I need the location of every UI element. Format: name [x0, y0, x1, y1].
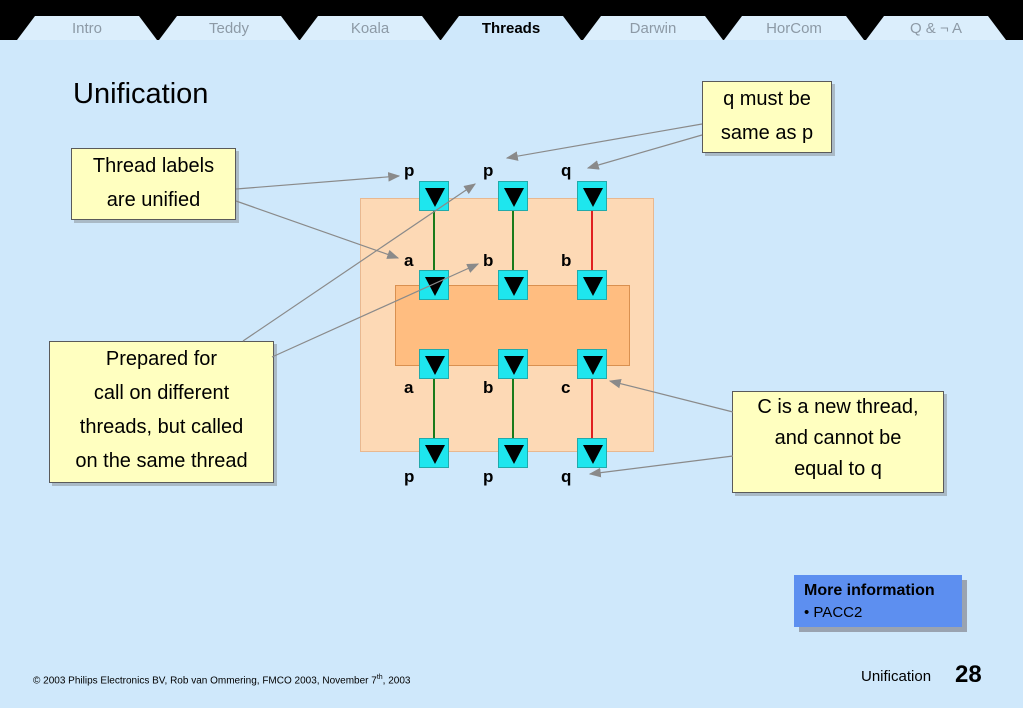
port-midbottom-2	[498, 349, 528, 379]
tab-shape	[300, 16, 440, 40]
triangle-down-icon	[425, 188, 445, 207]
footer-copyright: © 2003 Philips Electronics BV, Rob van O…	[33, 674, 410, 686]
label-midbottom-2: b	[483, 378, 494, 397]
note-line: threads, but called	[79, 416, 244, 438]
tab-shape	[441, 16, 581, 40]
more-information-item[interactable]: • PACC2	[804, 604, 863, 621]
page-title: Unification	[73, 78, 209, 110]
tab-shape	[724, 16, 864, 40]
note-prepared-for: Prepared for call on different threads, …	[49, 341, 274, 483]
note-line: q must be	[723, 88, 811, 110]
copyright-text: © 2003 Philips Electronics BV, Rob van O…	[33, 675, 377, 687]
port-midbottom-3	[577, 349, 607, 379]
label-bottom-2: p	[483, 467, 494, 486]
port-midtop-1	[419, 270, 449, 300]
triangle-down-icon	[504, 188, 524, 207]
tab-1[interactable]: Teddy	[159, 16, 299, 40]
tab-5[interactable]: HorCom	[724, 16, 864, 40]
tab-3[interactable]: Threads	[441, 16, 581, 40]
port-midtop-3	[577, 270, 607, 300]
triangle-down-icon	[504, 445, 524, 464]
label-bottom-3: q	[561, 467, 572, 486]
port-bottom-3	[577, 438, 607, 468]
tab-label: Teddy	[208, 20, 250, 37]
note-line: same as p	[720, 122, 814, 144]
note-line: on the same thread	[75, 450, 248, 472]
label-midbottom-1: a	[404, 378, 414, 397]
label-top-2: p	[483, 161, 494, 180]
note-line: C is a new thread,	[757, 396, 919, 418]
note-line: call on different	[93, 382, 230, 404]
triangle-down-icon	[425, 277, 445, 296]
more-information-heading: More information	[804, 582, 935, 599]
note-c-new-thread: C is a new thread, and cannot be equal t…	[732, 391, 944, 493]
port-midtop-2	[498, 270, 528, 300]
arrow-q-must-be-to-q	[586, 134, 703, 170]
tab-6[interactable]: Q & ¬ A	[866, 16, 1006, 40]
triangle-down-icon	[425, 445, 445, 464]
tab-label: Intro	[71, 20, 102, 37]
note-line: are unified	[106, 189, 201, 211]
tab-shape	[583, 16, 723, 40]
triangle-down-icon	[583, 188, 603, 207]
note-thread-labels: Thread labels are unified	[71, 148, 236, 220]
label-bottom-1: p	[404, 467, 415, 486]
port-top-2	[498, 181, 528, 211]
tab-0[interactable]: Intro	[17, 16, 157, 40]
page-number: 28	[955, 661, 982, 688]
footer-title: Unification	[861, 668, 932, 685]
note-line: and cannot be	[774, 427, 902, 449]
tab-shape	[866, 16, 1006, 40]
triangle-down-icon	[504, 356, 524, 375]
arrow-q-must-be-to-p	[505, 123, 703, 161]
label-midtop-1: a	[404, 251, 414, 270]
triangle-down-icon	[583, 277, 603, 296]
triangle-down-icon	[425, 356, 445, 375]
note-line: equal to q	[794, 458, 882, 480]
label-midtop-2: b	[483, 251, 494, 270]
port-top-1	[419, 181, 449, 211]
label-midbottom-3: c	[561, 378, 571, 397]
label-top-3: q	[561, 161, 572, 180]
port-bottom-1	[419, 438, 449, 468]
note-q-must-be: q must be same as p	[702, 81, 832, 153]
arrow-c-thread-to-q	[588, 455, 734, 478]
tab-shape	[17, 16, 157, 40]
tab-label: Darwin	[629, 20, 677, 37]
triangle-down-icon	[583, 445, 603, 464]
port-bottom-2	[498, 438, 528, 468]
copyright-suffix: , 2003	[382, 675, 411, 687]
copyright-sup: th	[376, 674, 383, 681]
tab-label: Q & ¬ A	[909, 20, 963, 37]
note-line: Prepared for	[105, 348, 218, 370]
triangle-down-icon	[583, 356, 603, 375]
tab-label: HorCom	[766, 20, 822, 37]
arrow-thread-labels-to-p	[235, 172, 401, 190]
tab-label: Koala	[350, 20, 390, 37]
tab-2[interactable]: Koala	[300, 16, 440, 40]
triangle-down-icon	[504, 277, 524, 296]
label-top-1: p	[404, 161, 415, 180]
port-midbottom-1	[419, 349, 449, 379]
tab-label: Threads	[481, 20, 541, 37]
port-top-3	[577, 181, 607, 211]
more-information-box[interactable]: More information • PACC2	[794, 575, 962, 627]
tab-shape	[159, 16, 299, 40]
label-midtop-3: b	[561, 251, 572, 270]
note-line: Thread labels	[92, 155, 215, 177]
tab-4[interactable]: Darwin	[583, 16, 723, 40]
